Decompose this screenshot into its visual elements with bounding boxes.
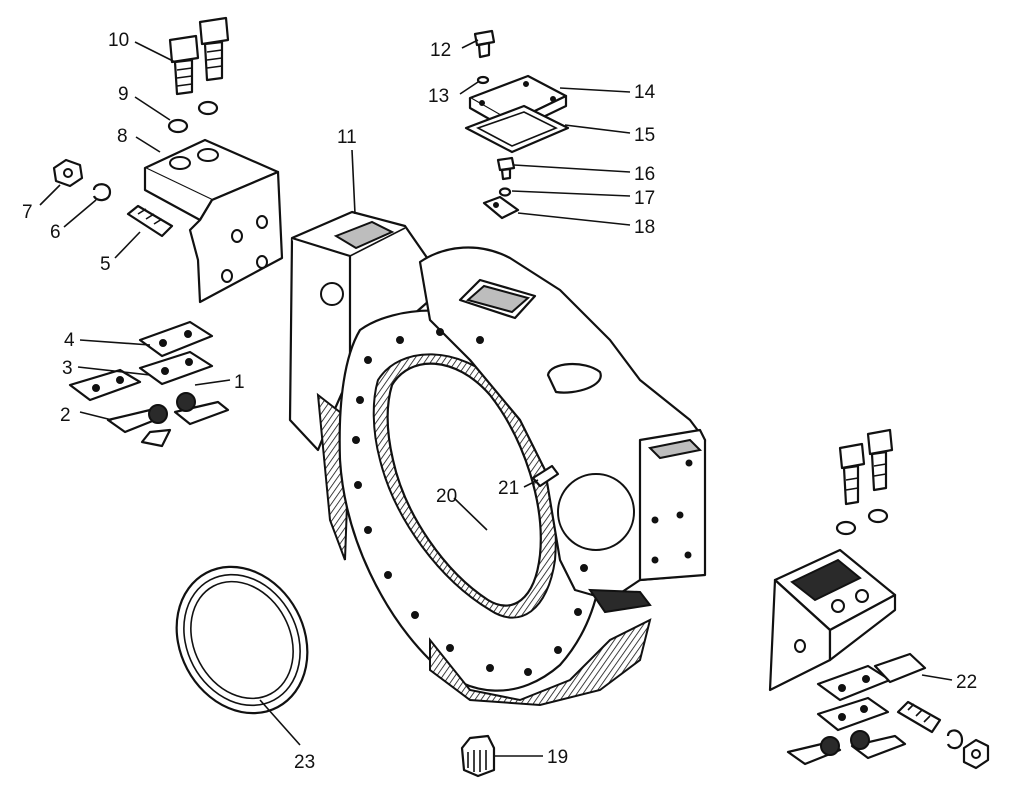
washer-nut-right [946, 729, 990, 770]
callout-18: 18 [634, 217, 655, 238]
callout-7: 7 [22, 202, 33, 223]
bolt-12 [473, 29, 496, 59]
leader-lines [39, 39, 953, 757]
callout-16: 16 [634, 164, 655, 185]
callout-19: 19 [547, 747, 568, 768]
callout-9: 9 [118, 84, 129, 105]
lock-plate-18 [482, 195, 520, 220]
callout-14: 14 [634, 82, 656, 103]
callout-5: 5 [100, 254, 111, 275]
callout-20: 20 [436, 486, 457, 507]
lock-nuts-right [786, 730, 907, 766]
washer-pair-right [835, 508, 889, 536]
callout-13: 13 [428, 86, 449, 107]
callout-8: 8 [117, 126, 128, 147]
callout-21: 21 [498, 478, 519, 499]
washer-13 [476, 75, 490, 85]
callout-3: 3 [62, 358, 73, 379]
callout-6: 6 [50, 222, 61, 243]
seal-23 [175, 565, 309, 715]
flange-bolt-holes [352, 328, 588, 676]
bolt-10-pair [168, 16, 230, 96]
callout-10: 10 [108, 30, 129, 51]
lock-nut-2-pair [106, 392, 230, 448]
gasket-15 [464, 104, 570, 154]
callout-15: 15 [634, 125, 655, 146]
callout-1: 1 [234, 372, 245, 393]
stud-right [896, 700, 942, 734]
cap-19 [460, 734, 496, 778]
bolt-pair-right [838, 428, 894, 506]
nut-7 [52, 158, 84, 188]
callout-23: 23 [294, 752, 315, 773]
plates-1-3-4 [68, 320, 214, 402]
bolt-16 [496, 156, 516, 181]
callout-11: 11 [337, 127, 357, 148]
washer-17 [498, 187, 512, 197]
bracket-8 [143, 138, 284, 304]
washer-9-pair [167, 100, 219, 134]
callout-2: 2 [60, 405, 71, 426]
stud-5 [126, 204, 174, 238]
callout-4: 4 [64, 330, 75, 351]
flywheel-housing [288, 210, 707, 707]
callout-22: 22 [956, 672, 977, 693]
washer-6 [92, 183, 112, 202]
callout-numbers: 1 2 3 4 5 6 7 8 9 10 11 12 13 14 15 16 1… [22, 30, 977, 773]
plates-22 [816, 652, 927, 732]
callout-17: 17 [634, 188, 655, 209]
bracket-right [768, 548, 897, 692]
callout-12: 12 [430, 40, 451, 61]
